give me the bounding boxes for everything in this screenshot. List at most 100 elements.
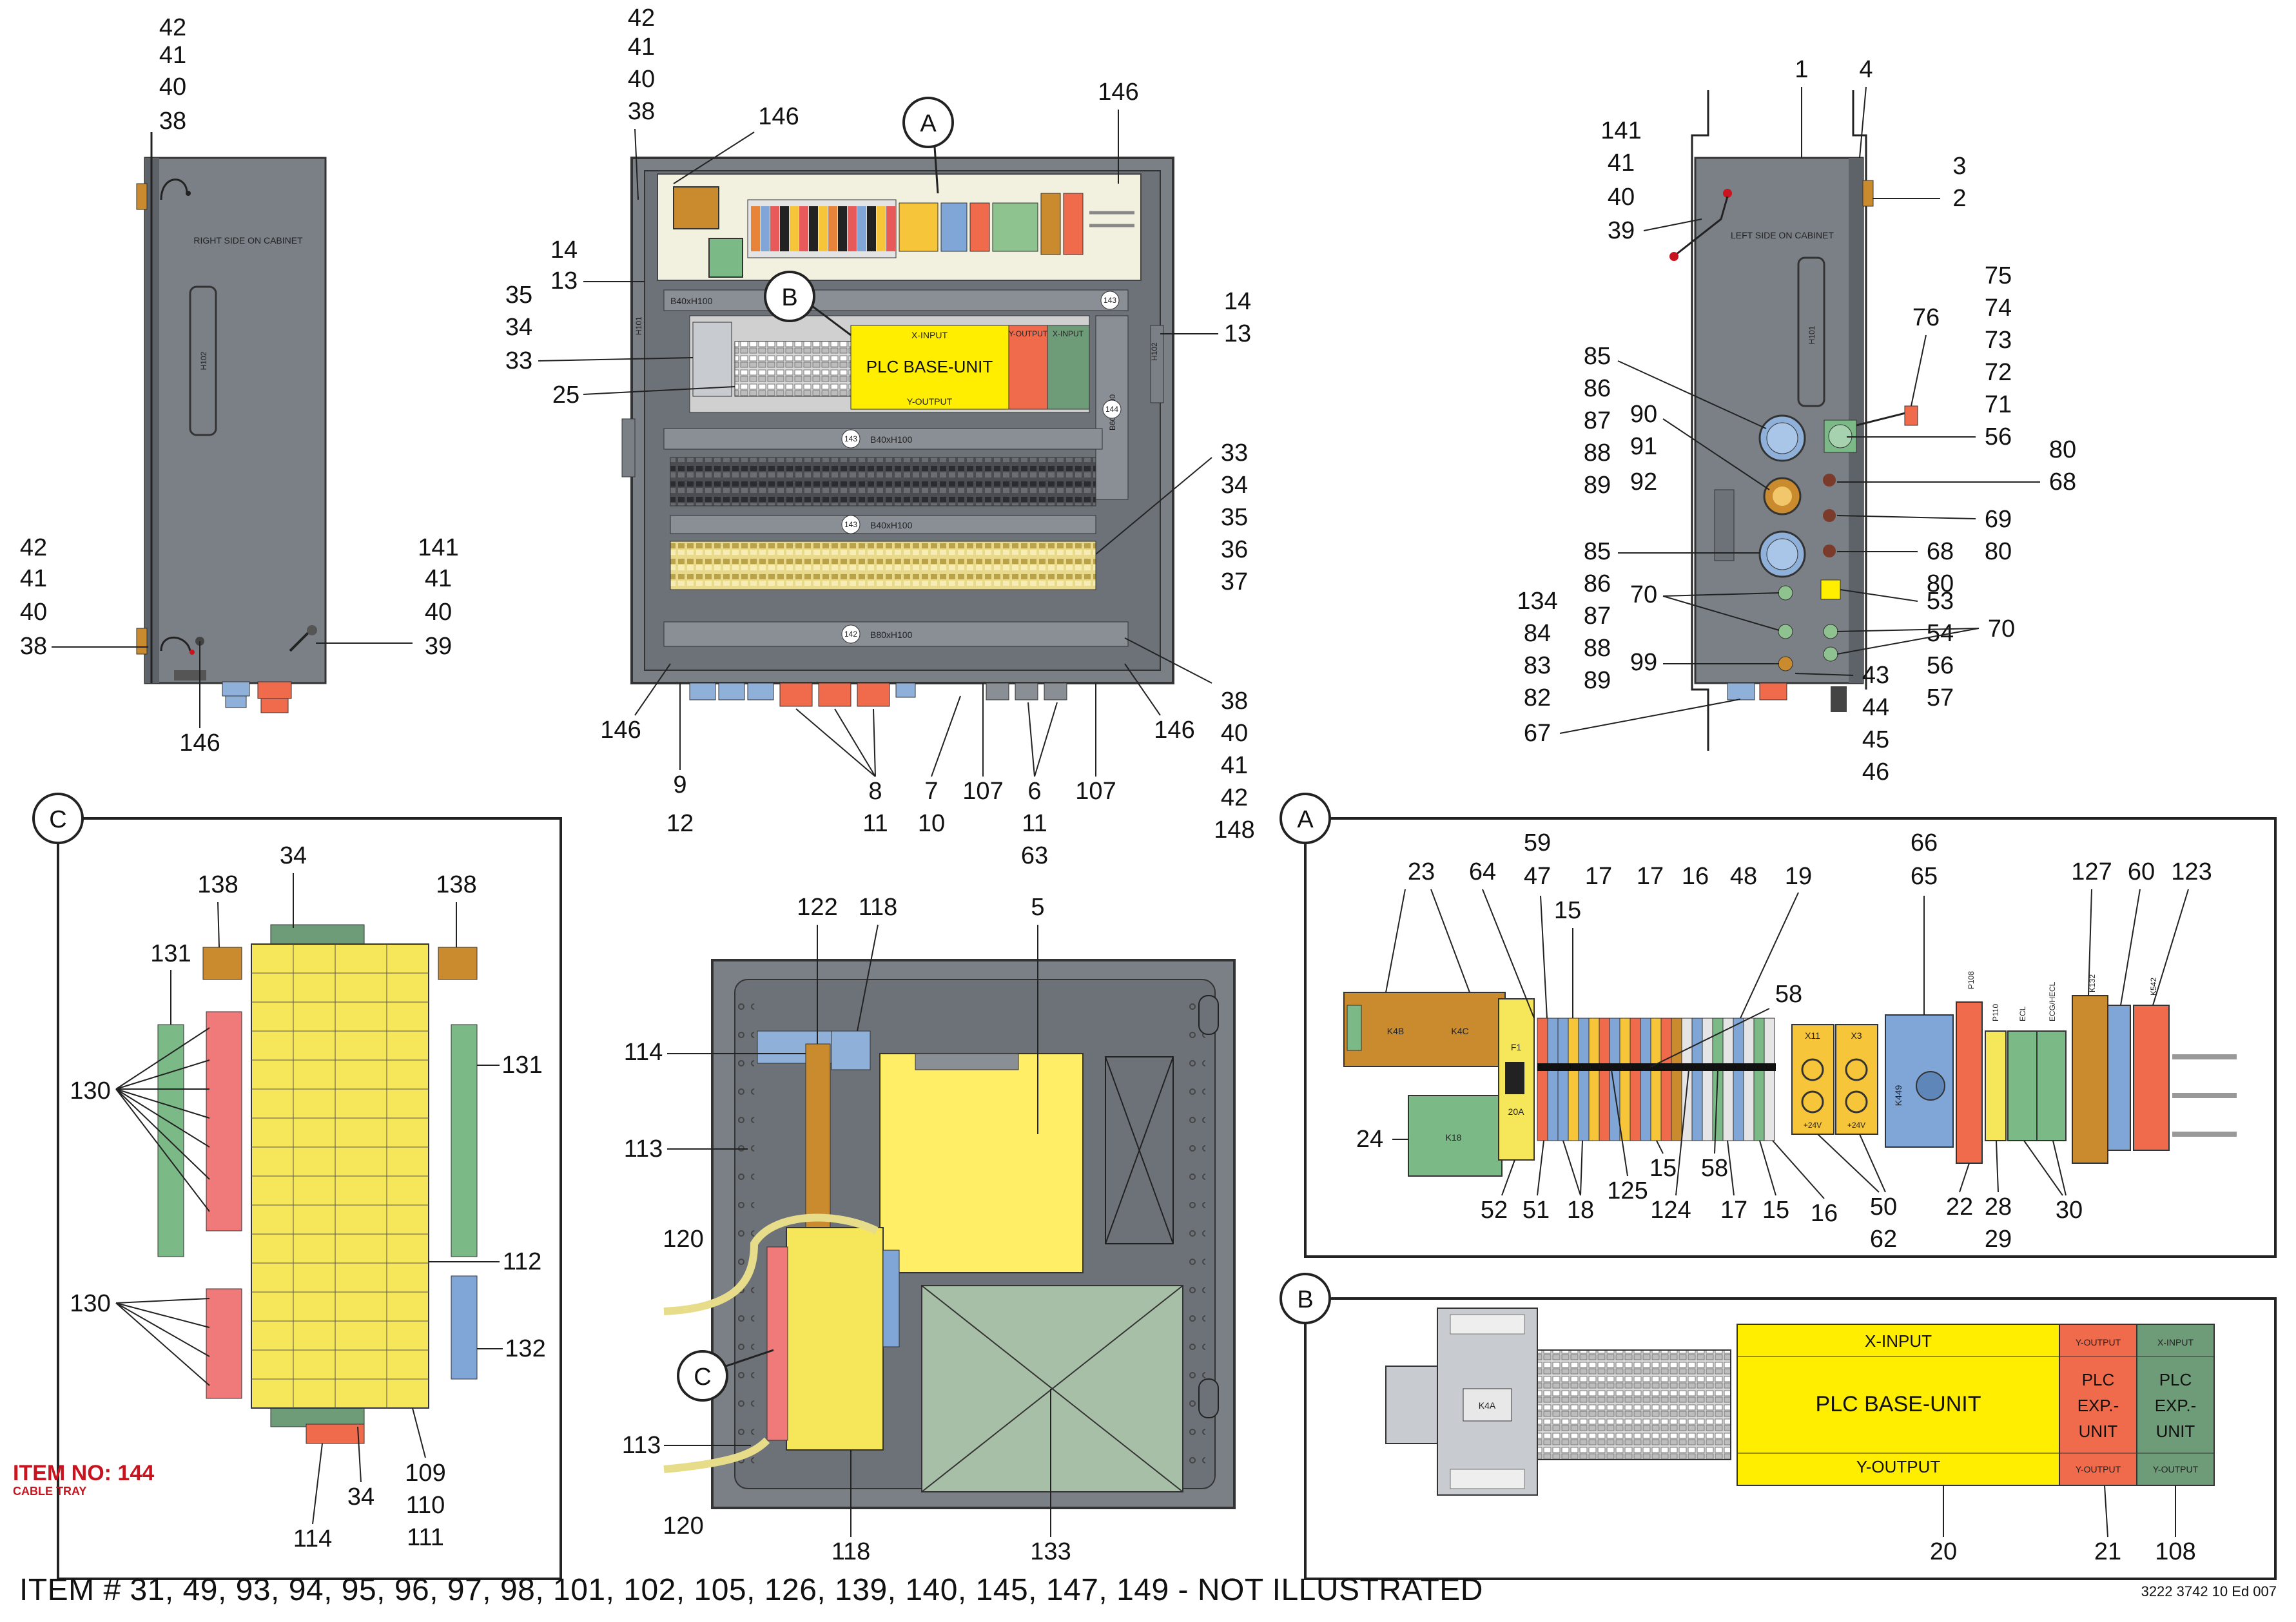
detail-a-callouts: 23 64 59 47 17 15 17 16 48 19 66 65 127 …	[1356, 829, 2212, 1253]
detail-c-marker: C	[677, 1349, 774, 1402]
svg-text:90: 90	[1630, 401, 1657, 428]
svg-text:69: 69	[1985, 506, 2012, 533]
svg-text:42: 42	[628, 5, 655, 32]
svg-text:15: 15	[1649, 1155, 1677, 1182]
svg-text:20: 20	[1930, 1538, 1957, 1565]
svg-text:146: 146	[758, 103, 799, 130]
svg-text:41: 41	[628, 34, 655, 61]
svg-text:87: 87	[1584, 603, 1611, 630]
svg-text:Y-OUTPUT: Y-OUTPUT	[2076, 1464, 2121, 1474]
detail-c-callouts: 34 138 138 131 131 130 130 112 13	[70, 842, 545, 1552]
svg-text:35: 35	[505, 282, 532, 309]
svg-text:A: A	[920, 110, 937, 137]
not-illustrated-note: ITEM # 31, 49, 93, 94, 95, 96, 97, 98, 1…	[19, 1573, 1483, 1607]
svg-text:71: 71	[1985, 391, 2012, 418]
svg-text:88: 88	[1584, 635, 1611, 662]
svg-text:18: 18	[1567, 1197, 1594, 1224]
svg-text:99: 99	[1630, 649, 1657, 676]
svg-text:146: 146	[179, 729, 220, 757]
svg-text:92: 92	[1630, 468, 1657, 496]
svg-text:87: 87	[1584, 407, 1611, 434]
svg-text:Y-OUTPUT: Y-OUTPUT	[1009, 329, 1048, 338]
cable-glands-right-side	[222, 681, 292, 713]
svg-text:34: 34	[347, 1483, 375, 1511]
svg-text:82: 82	[1524, 684, 1551, 711]
svg-text:41: 41	[1608, 150, 1635, 177]
exp2-x-input: X-INPUT	[2157, 1337, 2194, 1347]
svg-text:23: 23	[1408, 858, 1435, 885]
svg-text:70: 70	[1630, 581, 1657, 608]
front-plc-x-input: X-INPUT	[911, 330, 948, 340]
svg-text:2: 2	[1952, 185, 1966, 212]
svg-text:48: 48	[1730, 863, 1757, 890]
svg-text:85: 85	[1584, 343, 1611, 370]
svg-text:17: 17	[1585, 863, 1612, 890]
terminal-x3: X3	[1851, 1030, 1862, 1041]
svg-text:38: 38	[628, 98, 655, 125]
plc-x-input: X-INPUT	[1865, 1331, 1932, 1351]
svg-text:80: 80	[1985, 538, 2012, 565]
svg-text:17: 17	[1720, 1197, 1747, 1224]
svg-text:44: 44	[1862, 694, 1889, 721]
svg-text:14: 14	[1224, 288, 1251, 315]
svg-text:146: 146	[1098, 79, 1138, 106]
svg-text:111: 111	[407, 1524, 444, 1551]
svg-text:122: 122	[797, 894, 837, 921]
svg-text:131: 131	[150, 940, 191, 967]
svg-text:120: 120	[663, 1512, 703, 1540]
svg-text:50: 50	[1870, 1193, 1897, 1221]
item-note-subtitle: CABLE TRAY	[13, 1485, 87, 1498]
detail-b-marker: B	[764, 271, 851, 336]
plc-y-output: Y-OUTPUT	[1856, 1457, 1941, 1476]
svg-text:16: 16	[1811, 1200, 1838, 1227]
svg-text:138: 138	[436, 871, 476, 898]
svg-text:59: 59	[1524, 829, 1551, 856]
left-side-panel-text: LEFT SIDE ON CABINET	[1731, 230, 1834, 240]
exp2-y-output: Y-OUTPUT	[2153, 1464, 2199, 1474]
svg-text:25: 25	[552, 381, 579, 409]
svg-text:45: 45	[1862, 726, 1889, 753]
svg-text:14: 14	[550, 237, 578, 264]
front-plc-base: PLC BASE-UNIT	[866, 357, 993, 376]
svg-text:113: 113	[622, 1432, 661, 1459]
detail-b-panel: B K4A X-INPUT PLC BASE-UNIT Y-OUTPUT Y-O…	[1279, 1273, 2277, 1580]
svg-text:8: 8	[868, 778, 882, 805]
svg-text:118: 118	[859, 894, 898, 921]
right-side-callouts: 42 41 40 38 42 41 40 38 141 41 40 39 146	[20, 14, 459, 757]
svg-text:141: 141	[418, 534, 458, 561]
tray-label-1: B40xH100	[670, 296, 713, 306]
svg-text:123: 123	[2171, 858, 2212, 885]
svg-text:62: 62	[1870, 1226, 1897, 1253]
svg-text:74: 74	[1985, 294, 2012, 322]
terminal-x11: X11	[1805, 1030, 1820, 1041]
svg-text:1: 1	[1795, 56, 1808, 83]
svg-text:40: 40	[20, 599, 47, 626]
svg-text:85: 85	[1584, 538, 1611, 565]
fuse-name: F1	[1511, 1042, 1522, 1052]
svg-text:33: 33	[505, 347, 532, 374]
svg-text:40: 40	[628, 66, 655, 93]
svg-text:13: 13	[1224, 320, 1251, 347]
svg-text:41: 41	[20, 565, 47, 592]
detail-c-label: C	[49, 806, 66, 833]
svg-text:42: 42	[159, 14, 186, 41]
svg-text:76: 76	[1912, 304, 1940, 331]
svg-text:40: 40	[1221, 720, 1248, 747]
svg-text:80: 80	[2049, 436, 2076, 463]
right-side-plate: H102	[199, 351, 208, 370]
svg-text:34: 34	[1221, 472, 1248, 499]
exp1-line3: UNIT	[2079, 1422, 2118, 1441]
svg-text:40: 40	[1608, 184, 1635, 211]
svg-text:7: 7	[924, 778, 938, 805]
exp1-line2: EXP.-	[2077, 1396, 2119, 1415]
right-side-view: RIGHT SIDE ON CABINET H102 42 41 40 38 4…	[20, 14, 459, 757]
front-cabinet-view: B40xH100 143 X-INPUT PLC BASE-UNIT Y-OUT…	[505, 5, 1255, 869]
svg-text:B40xH100: B40xH100	[870, 434, 913, 445]
relay-k18: K18	[1446, 1132, 1462, 1143]
detail-b-label: B	[1297, 1286, 1313, 1313]
svg-text:118: 118	[832, 1538, 871, 1565]
svg-text:21: 21	[2094, 1538, 2121, 1565]
svg-text:84: 84	[1524, 620, 1551, 647]
svg-text:46: 46	[1862, 758, 1889, 786]
svg-text:120: 120	[663, 1226, 703, 1253]
